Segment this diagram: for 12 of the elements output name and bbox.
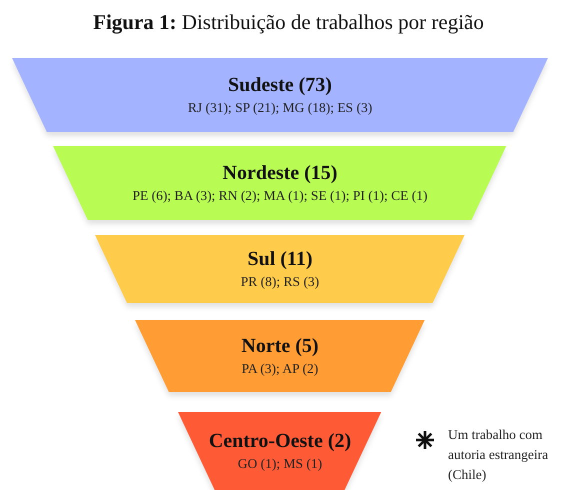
state-counts: GO (1); MS (1) [238,455,322,473]
region-heading: Sudeste (73) [228,73,332,98]
state-counts: PR (8); RS (3) [240,273,320,291]
region-heading: Centro-Oeste (2) [208,429,352,454]
state-counts: RJ (31); SP (21); MG (18); ES (3) [188,99,372,117]
region-heading: Sul (11) [247,247,312,272]
region-heading: Norte (5) [241,334,319,359]
footnote: Um trabalho com autoria estrangeira (Chile) [448,426,550,484]
region-heading: Nordeste (15) [222,161,338,186]
state-counts: PA (3); AP (2) [242,360,318,378]
state-counts: PE (6); BA (3); RN (2); MA (1); SE (1); PI (1); CE (1) [132,187,428,205]
figure-title: Figura 1: Distribuição de trabalhos por região [92,10,485,35]
